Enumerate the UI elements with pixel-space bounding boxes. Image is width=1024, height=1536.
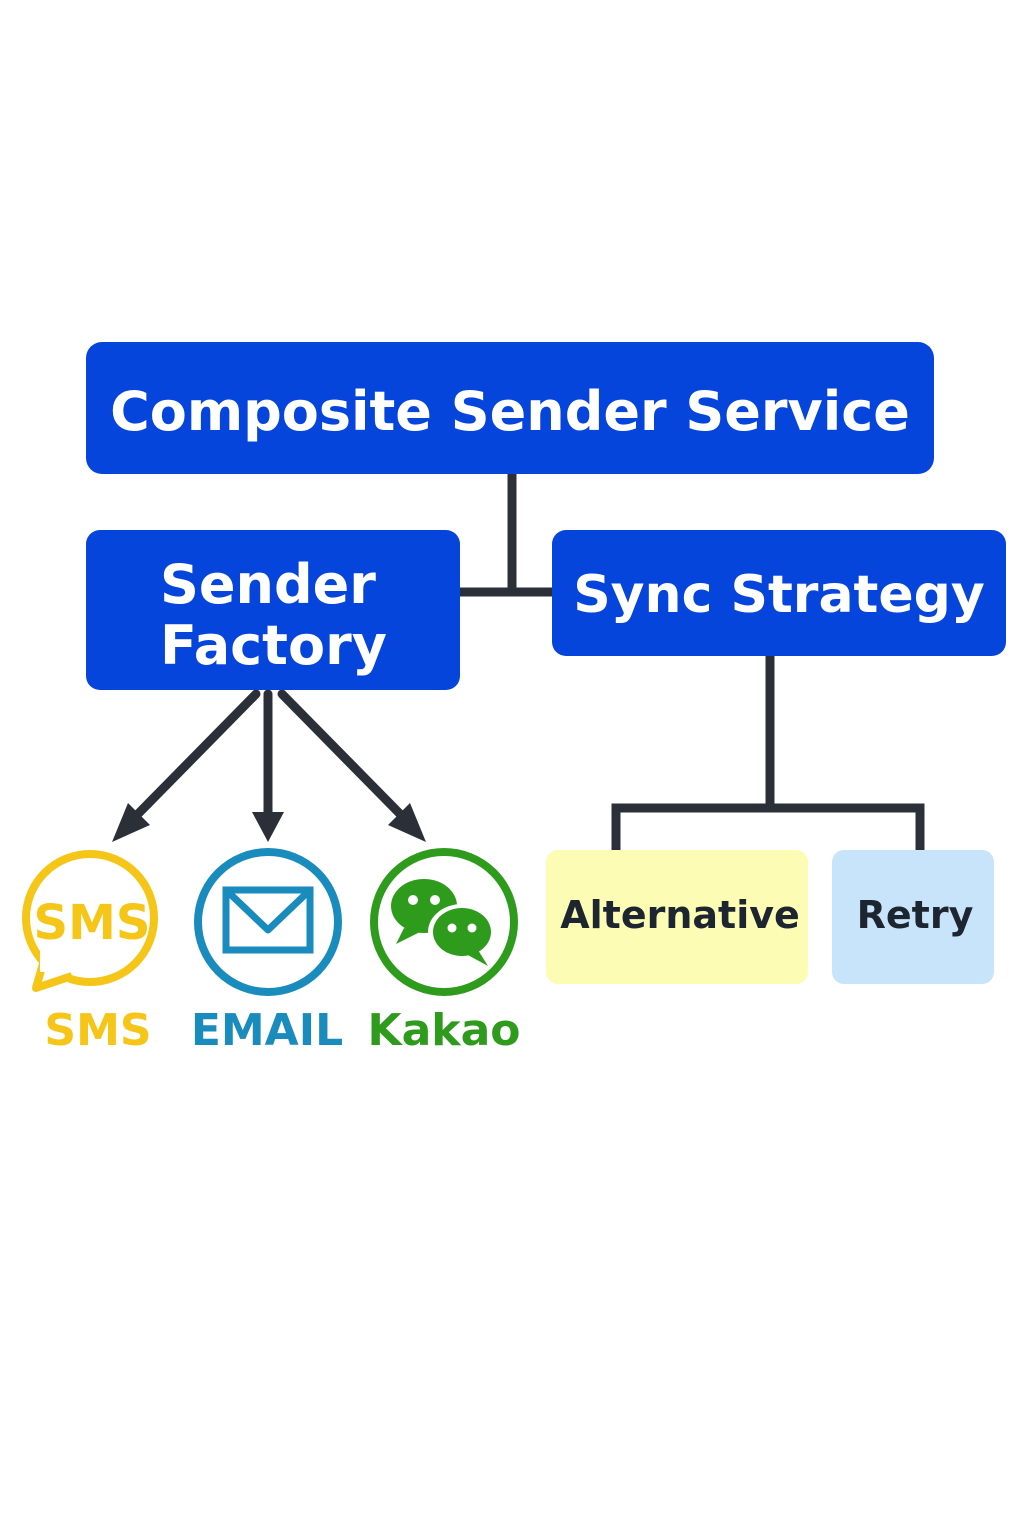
retry-node: Retry	[832, 850, 994, 984]
envelope-icon	[194, 848, 342, 996]
connector-sync-branch	[611, 803, 925, 850]
kakao-channel: Kakao	[368, 848, 521, 1056]
retry-box	[832, 850, 994, 984]
arrowhead-email	[252, 812, 284, 842]
connectors	[460, 474, 925, 850]
arrowhead-sms	[112, 803, 150, 842]
alternative-node: Alternative	[546, 850, 808, 984]
alternative-label: Alternative	[560, 893, 800, 937]
arrow-to-sms	[129, 689, 261, 823]
composite-sender-service-node: Composite Sender Service	[86, 342, 934, 474]
alternative-box	[546, 850, 808, 984]
factory-arrows	[112, 689, 426, 842]
email-label: EMAIL	[191, 1005, 343, 1056]
sms-speech-bubble-icon: SMS	[22, 850, 158, 992]
retry-label: Retry	[857, 893, 974, 937]
sms-label: SMS	[44, 1005, 151, 1056]
factory-label-line1: Sender	[160, 553, 376, 616]
sender-factory-node: Sender Factory	[86, 530, 460, 690]
sync-box	[552, 530, 1006, 656]
arrowhead-kakao	[388, 803, 426, 842]
email-channel: EMAIL	[191, 848, 343, 1056]
kakao-label: Kakao	[368, 1005, 521, 1056]
factory-label-line2: Factory	[160, 614, 387, 677]
factory-box	[86, 530, 460, 690]
sync-label: Sync Strategy	[573, 565, 985, 625]
arrow-to-kakao	[277, 689, 409, 823]
chat-bubbles-icon	[370, 848, 518, 996]
composite-label: Composite Sender Service	[110, 380, 910, 443]
composite-box	[86, 342, 934, 474]
sync-strategy-node: Sync Strategy	[552, 530, 1006, 656]
sms-icon-text: SMS	[34, 895, 151, 951]
sms-channel: SMS SMS	[22, 850, 158, 1056]
